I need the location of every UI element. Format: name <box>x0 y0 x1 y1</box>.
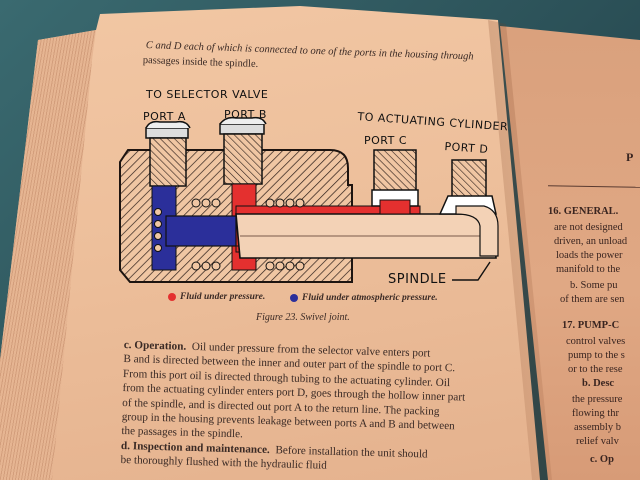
rp-line: assembly b <box>574 422 621 433</box>
label-to-selector-valve: TO SELECTOR VALVE <box>146 88 269 101</box>
port-d-fitting <box>438 159 499 257</box>
rp-line: b. Some pu <box>570 280 618 291</box>
rp-line: the pressure <box>572 394 623 405</box>
rp-line: driven, an unload <box>554 236 628 247</box>
rp-line: c. Op <box>590 454 614 465</box>
rp-line: are not designed <box>554 222 623 233</box>
section-16-heading: 16. GENERAL. <box>548 206 619 217</box>
rp-line: control valves <box>566 336 626 347</box>
rp-line: manifold to the <box>556 264 621 275</box>
legend-pressure: Fluid under pressure. <box>168 292 265 302</box>
rp-line: loads the power <box>556 250 623 261</box>
label-port-a: PORT A <box>143 110 186 123</box>
rp-line: relief valv <box>576 436 619 447</box>
rp-line: of them are sen <box>560 294 625 305</box>
operation-paragraph: c. Operation. Oil under pressure from th… <box>120 338 466 472</box>
legend-atmospheric: Fluid under atmospheric pressure. <box>290 293 438 303</box>
label-port-b: PORT B <box>224 108 267 121</box>
label-spindle: SPINDLE <box>388 272 447 287</box>
spindle-inner-passage <box>165 215 237 247</box>
rp-line: or to the rese <box>568 364 623 375</box>
right-page-header: P <box>626 150 634 164</box>
port-c-fitting <box>371 149 419 215</box>
operation-heading: c. Operation. <box>123 338 187 353</box>
rp-line: pump to the s <box>568 350 625 361</box>
packing-rings <box>154 198 305 271</box>
label-port-c: PORT C <box>364 134 408 147</box>
atmospheric-swatch <box>290 293 298 302</box>
pressure-swatch <box>168 292 176 301</box>
section-17-heading: 17. PUMP-C <box>562 320 620 331</box>
figure-caption: Figure 23. Swivel joint. <box>256 312 350 323</box>
rp-line: flowing thr <box>572 408 619 419</box>
rp-line: b. Desc <box>582 378 615 389</box>
